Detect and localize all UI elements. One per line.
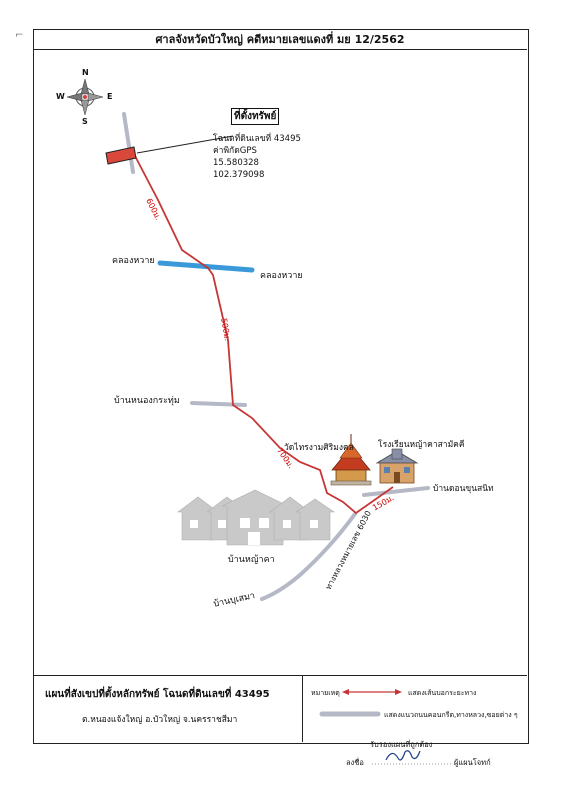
legend-route-text: แสดงเส้นบอกระยะทาง	[408, 689, 477, 697]
gps-lon: 102.379098	[213, 170, 265, 180]
property-info: โฉนดที่ดินเลขที่ 43495 ค่าพิกัดGPS 15.58…	[213, 133, 301, 181]
footer-location: ต.หนองแจ้งใหญ่ อ.บัวใหญ่ จ.นครราชสีมา	[82, 715, 238, 725]
compass-south-label: S	[82, 117, 88, 126]
legend-heading: หมายเหตุ	[311, 689, 340, 697]
property-heading: ที่ตั้งทรัพย์	[231, 108, 280, 125]
gps-label: ค่าพิกัดGPS	[213, 146, 257, 156]
sign-label: ลงชื่อ	[346, 758, 364, 767]
village-ya-kha-label: บ้านหญ้าคา	[228, 555, 275, 565]
canal-label-left: คลองหวาย	[112, 256, 155, 266]
village-don-khun-sanit-label: บ้านดอนขุนสนิท	[433, 484, 494, 494]
legend-road-text: แสดงแนวถนนคอนกรีต,ทางหลวง,ซอยต่าง ๆ	[384, 711, 518, 719]
temple-label: วัดไทรงามศิริมงคล	[284, 443, 354, 453]
footer-title: แผนที่สังเขปที่ตั้งหลักทรัพย์ โฉนดที่ดิน…	[45, 689, 270, 700]
page-title: ศาลจังหวัดบัวใหญ่ คดีหมายเลขแดงที่ มย 12…	[33, 29, 527, 50]
map-frame	[33, 29, 529, 744]
compass-west-label: W	[56, 92, 65, 101]
canal-label-right: คลองหวาย	[260, 271, 303, 281]
deed-number: โฉนดที่ดินเลขที่ 43495	[213, 134, 301, 144]
certify-text: รับรองแผนที่ถูกต้อง	[370, 740, 433, 749]
gps-lat: 15.580328	[213, 158, 259, 168]
footer-column-divider	[302, 675, 303, 742]
school-label: โรงเรียนหญ้าคาสามัคคี	[378, 440, 465, 450]
compass-east-label: E	[107, 92, 113, 101]
signature-mark	[385, 750, 421, 761]
compass-north-label: N	[82, 68, 89, 77]
scan-corner-mark: ⌐	[15, 30, 24, 41]
footer-divider	[33, 675, 527, 676]
village-nong-kra-thum-label: บ้านหนองกระทุ่ม	[114, 396, 180, 406]
signer-role: ผู้แผนโจทก์	[454, 758, 491, 767]
